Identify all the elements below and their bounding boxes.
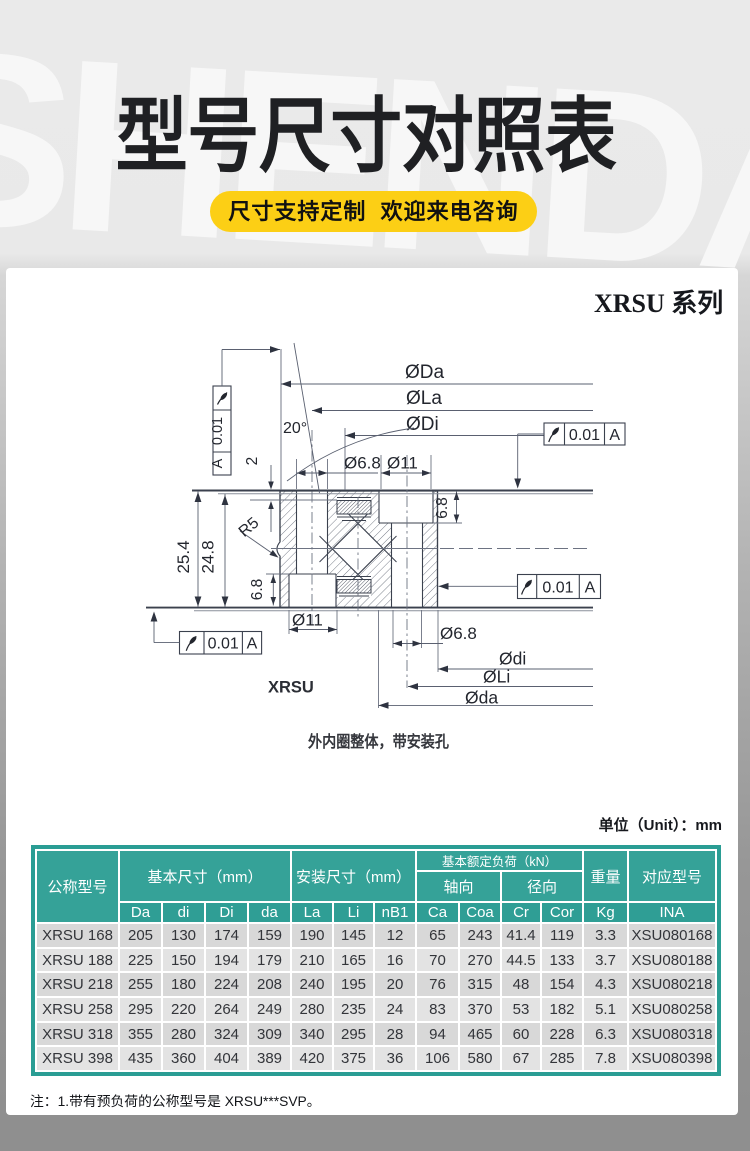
- svg-text:0.01: 0.01: [208, 636, 239, 653]
- svg-text:ØDa: ØDa: [405, 362, 445, 383]
- svg-text:20°: 20°: [283, 420, 307, 437]
- svg-text:Ø11: Ø11: [292, 611, 323, 630]
- svg-text:0.01: 0.01: [210, 417, 226, 445]
- svg-text:A: A: [585, 579, 596, 596]
- svg-text:0.01: 0.01: [542, 579, 573, 596]
- svg-text:2: 2: [244, 457, 261, 466]
- svg-text:外内圈整体，带安装孔: 外内圈整体，带安装孔: [307, 732, 449, 751]
- svg-text:6.8: 6.8: [434, 497, 451, 519]
- svg-text:A: A: [210, 458, 226, 468]
- svg-text:Ø6.8: Ø6.8: [440, 624, 477, 643]
- svg-text:XRSU 系列: XRSU 系列: [594, 289, 723, 318]
- svg-text:Øda: Øda: [465, 688, 498, 708]
- svg-text:ØLa: ØLa: [406, 388, 442, 409]
- svg-text:A: A: [609, 427, 620, 444]
- svg-text:A: A: [247, 636, 258, 653]
- svg-text:ØDi: ØDi: [406, 414, 439, 435]
- svg-text:Ø6.8: Ø6.8: [344, 454, 381, 473]
- svg-text:25.4: 25.4: [174, 540, 193, 573]
- svg-text:R5: R5: [236, 514, 263, 540]
- svg-text:ØLi: ØLi: [483, 667, 510, 687]
- svg-text:Ødi: Ødi: [499, 649, 526, 669]
- svg-text:6.8: 6.8: [249, 579, 266, 601]
- svg-text:24.8: 24.8: [199, 540, 218, 573]
- svg-text:Ø11: Ø11: [387, 454, 418, 473]
- svg-text:XRSU: XRSU: [268, 679, 314, 697]
- svg-text:0.01: 0.01: [569, 427, 600, 444]
